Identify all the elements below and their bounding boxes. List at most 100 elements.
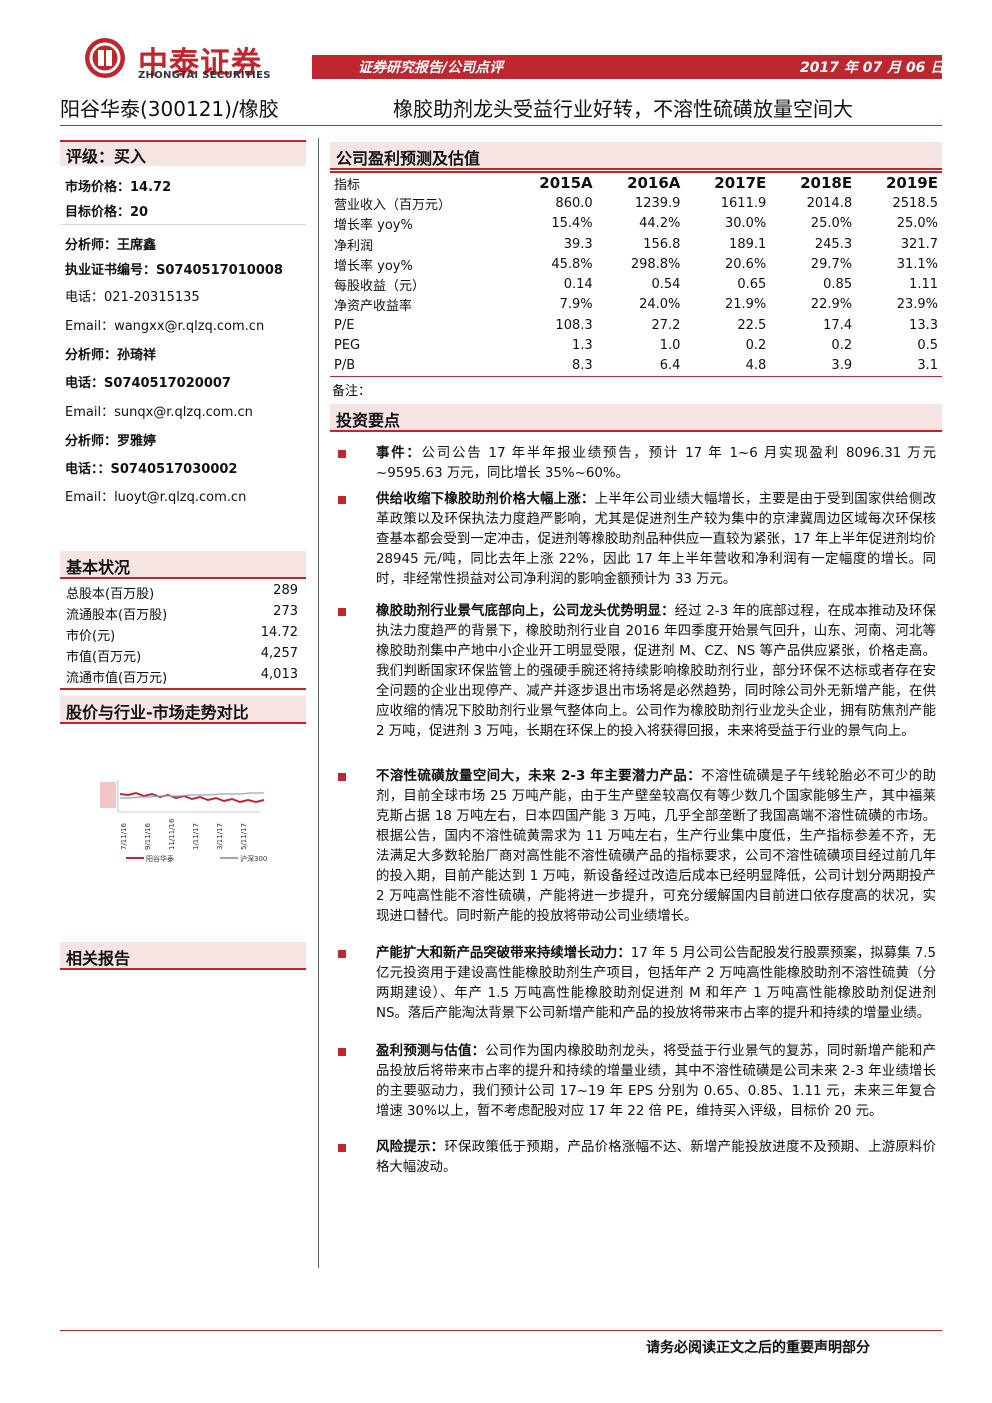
forecast-header: 公司盈利预测及估值	[330, 142, 942, 168]
logo-text-cn: 中泰证券	[138, 46, 262, 81]
logo-text-en: ZHONGTAI SECURITIES	[138, 70, 271, 81]
footer-disclaimer: 请务必阅读正文之后的重要声明部分	[646, 1340, 870, 1356]
table-header-cell: 2019E	[856, 170, 942, 194]
table-header-cell: 2016A	[596, 170, 685, 194]
rule	[60, 577, 306, 579]
rule	[330, 430, 942, 432]
column-divider	[318, 138, 319, 1268]
table-header-cell: 2018E	[770, 170, 857, 194]
report-type: 证券研究报告/公司点评	[358, 60, 504, 76]
x-tick-label: 5/11/17	[240, 823, 248, 850]
x-tick-label: 9/11/16	[144, 822, 152, 850]
phone-1: 电话：021-20315135	[65, 290, 200, 305]
table-row: 增长率 yoy%15.4%44.2%30.0%25.0%25.0%	[334, 216, 938, 234]
email-3[interactable]: Email：luoyt@r.qlzq.com.cn	[65, 490, 247, 505]
bullet-point: 不溶性硫磺放量空间大，未来 2-3 年主要潜力产品：不溶性硫磺是子午线轮胎必不可…	[338, 767, 938, 939]
forecast-table: 指标 2015A 2016A 2017E 2018E 2019E 营业收入（百万…	[330, 170, 942, 377]
chart-header: 股价与行业-市场走势对比	[60, 696, 306, 722]
rule	[60, 140, 306, 142]
forecast-title: 公司盈利预测及估值	[336, 149, 481, 168]
related-header: 相关报告	[60, 942, 306, 968]
basic-title: 基本状况	[66, 558, 131, 577]
bullet-text: 橡胶助剂行业景气底部向上，公司龙头优势明显：经过 2-3 年的底部过程，在成本推…	[376, 604, 936, 739]
bullet-point: 盈利预测与估值：公司作为国内橡胶助剂龙头，将受益于行业景气的复苏，同时新增产能和…	[338, 1042, 938, 1134]
rule	[60, 968, 306, 970]
email-2[interactable]: Email：sunqx@r.qlzq.com.cn	[65, 405, 253, 420]
points-title: 投资要点	[336, 411, 401, 430]
basic-header: 基本状况	[60, 551, 306, 577]
bullet-point: 产能扩大和新产品突破带来持续增长动力：17 年 5 月公司公告配股发行股票预案，…	[338, 944, 938, 1036]
rule	[330, 168, 942, 170]
report-date: 2017 年 07 月 06 日	[800, 60, 945, 76]
bullet-text: 事件：公司公告 17 年半年报业绩预告，预计 17 年 1~6 月实现盈利 80…	[376, 446, 937, 481]
table-header-cell: 2017E	[684, 170, 771, 194]
analyst-3: 分析师：罗雅婷	[65, 434, 157, 449]
cert-1: 执业证书编号：S0740517010008	[65, 263, 283, 278]
bullet-text: 风险提示：环保政策低于预期，产品价格涨幅不达、新增产能投放进度不及预期、上游原料…	[376, 1140, 936, 1175]
bullet-text: 产能扩大和新产品突破带来持续增长动力：17 年 5 月公司公告配股发行股票预案，…	[376, 946, 936, 1021]
phone-2: 电话：S0740517020007	[65, 376, 231, 391]
email-1[interactable]: Email：wangxx@r.qlzq.com.cn	[65, 319, 265, 334]
chart-title: 股价与行业-市场走势对比	[66, 703, 249, 722]
basic-row: 市价(元)14.72	[66, 625, 298, 644]
bullet-icon	[338, 450, 346, 458]
report-headline: 橡胶助剂龙头受益行业好转，不溶性硫磺放量空间大	[393, 97, 853, 121]
basic-row: 流通股本(百万股)273	[66, 604, 298, 623]
market-price: 市场价格：14.72	[65, 180, 172, 195]
x-tick-label: 7/11/16	[120, 822, 128, 850]
points-header: 投资要点	[330, 404, 942, 430]
x-tick-label: 3/11/17	[216, 823, 224, 850]
bullet-point: 风险提示：环保政策低于预期，产品价格涨幅不达、新增产能投放进度不及预期、上游原料…	[338, 1138, 938, 1180]
header-divider	[60, 125, 942, 126]
chart-y-axis	[100, 780, 119, 812]
bullet-text: 盈利预测与估值：公司作为国内橡胶助剂龙头，将受益于行业景气的复苏，同时新增产能和…	[376, 1044, 937, 1119]
bullet-point: 事件：公司公告 17 年半年报业绩预告，预计 17 年 1~6 月实现盈利 80…	[338, 444, 938, 486]
bullet-text: 供给收缩下橡胶助剂价格大幅上涨：上半年公司业绩大幅增长，主要是由于受到国家供给侧…	[376, 492, 937, 587]
logo-icon	[85, 38, 125, 78]
bullet-text: 不溶性硫磺放量空间大，未来 2-3 年主要潜力产品：不溶性硫磺是子午线轮胎必不可…	[376, 769, 937, 924]
rating: 评级：买入	[66, 147, 147, 166]
legend-label: 沪深300	[240, 854, 267, 863]
bullet-icon	[338, 496, 346, 504]
rating-header: 评级：买入	[60, 140, 306, 166]
basic-row: 市值(百万元)4,257	[66, 646, 298, 665]
basic-row: 流通市值(百万元)4,013	[66, 667, 298, 686]
analyst-2: 分析师：孙琦祥	[65, 348, 157, 363]
bullet-icon	[338, 1048, 346, 1056]
target-price: 目标价格：20	[65, 205, 149, 220]
legend-label: 阳谷华泰	[146, 854, 174, 863]
bullet-icon	[338, 950, 346, 958]
x-tick-label: 11/11/16	[168, 818, 176, 850]
table-header-row: 指标 2015A 2016A 2017E 2018E 2019E	[330, 170, 942, 194]
table-header-cell: 指标	[330, 170, 509, 194]
bullet-point: 供给收缩下橡胶助剂价格大幅上涨：上半年公司业绩大幅增长，主要是由于受到国家供给侧…	[338, 490, 938, 602]
series-line-yanggu	[119, 791, 265, 804]
x-tick-label: 1/11/17	[192, 823, 200, 850]
price-chart: 7/11/16 9/11/16 11/11/16 1/11/17 3/11/17…	[100, 780, 267, 863]
footer-divider	[60, 1330, 942, 1331]
bullet-icon	[338, 1144, 346, 1152]
table-row: 增长率 yoy%45.8%298.8%20.6%29.7%31.1%	[334, 256, 938, 274]
bullet-icon	[338, 608, 346, 616]
basic-row: 总股本(百万股)289	[66, 583, 298, 602]
header-band	[312, 55, 942, 79]
divider	[60, 224, 306, 225]
rule	[60, 722, 306, 724]
rule	[60, 688, 306, 690]
related-title: 相关报告	[66, 949, 131, 968]
analyst-1: 分析师：王席鑫	[65, 238, 157, 253]
series-line-hs300	[120, 792, 264, 799]
bullet-icon	[338, 773, 346, 781]
company-title: 阳谷华泰(300121)/橡胶	[60, 97, 279, 121]
bullet-point: 橡胶助剂行业景气底部向上，公司龙头优势明显：经过 2-3 年的底部过程，在成本推…	[338, 602, 938, 762]
phone-3: 电话：：S0740517030002	[65, 462, 238, 477]
table-header-cell: 2015A	[508, 170, 597, 194]
table-note: 备注：	[332, 384, 372, 399]
